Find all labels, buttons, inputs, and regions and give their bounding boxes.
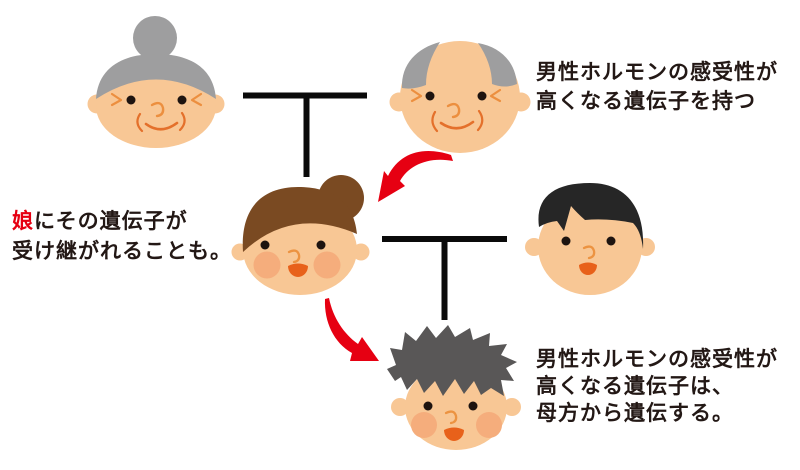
grandmother-nose [150, 101, 165, 118]
son-mouth [444, 427, 464, 441]
grandfather-face [400, 41, 520, 153]
grandfather-figure [389, 41, 531, 153]
son-ears [391, 398, 521, 416]
son-figure [387, 325, 521, 450]
mother-hair [242, 187, 357, 252]
father-nose [582, 245, 596, 260]
grandfather-smile-folds [431, 109, 484, 133]
grandfather-hair [401, 42, 517, 89]
note-line: 男性ホルモンの感受性が [536, 347, 778, 371]
note-line: 高くなる遺伝子は、 [536, 374, 734, 398]
father-mouth [579, 262, 597, 275]
grandmother-figure [87, 16, 225, 148]
mother-mouth [288, 263, 308, 277]
mother-cheeks [253, 251, 341, 279]
grandmother-mouth [144, 121, 179, 131]
grandmother-hair-bun [133, 16, 177, 60]
son-nose [444, 410, 458, 425]
inheritance-arrow-mother-to-son [324, 298, 379, 361]
grandmother-smile-folds [136, 111, 186, 133]
grandmother-eyes [126, 95, 187, 105]
mother-nose [287, 249, 301, 264]
note-line: 受け継がれることも。 [12, 239, 232, 263]
son-hair [387, 325, 517, 396]
mother-eyes [260, 240, 326, 250]
grandfather-eye-wrinkles [410, 88, 502, 103]
son-eyes [423, 401, 478, 411]
son-cheeks [411, 412, 502, 438]
grandfather-gene-note: 男性ホルモンの感受性が 高くなる遺伝子を持つ [536, 58, 778, 116]
son-gene-note: 男性ホルモンの感受性が 高くなる遺伝子は、 母方から遺伝する。 [536, 346, 778, 427]
grandfather-eyes [425, 91, 487, 101]
father-eyes [561, 236, 616, 246]
note-line: 母方から遺伝する。 [536, 401, 734, 425]
mother-figure [231, 175, 370, 295]
father-hair [538, 183, 644, 249]
grandmother-hair [96, 54, 216, 99]
parents-couple-connector [382, 236, 507, 320]
grandmother-face [96, 64, 216, 148]
grandfather-mouth [439, 120, 475, 130]
grandparents-couple-connector [243, 92, 367, 177]
inheritance-arrow-grandfather-to-mother [378, 151, 453, 202]
daughter-highlight-text: 娘 [12, 209, 34, 233]
note-line-rest: にその遺伝子が [34, 209, 188, 233]
grandmother-eye-wrinkles [110, 92, 203, 107]
note-line: 娘にその遺伝子が [12, 206, 232, 236]
note-line: 高くなる遺伝子を持つ [536, 89, 756, 113]
grandfather-nose [446, 102, 461, 119]
note-line: 男性ホルモンの感受性が [536, 60, 778, 84]
father-figure [525, 183, 655, 295]
daughter-inherit-note: 娘にその遺伝子が 受け継がれることも。 [12, 206, 232, 266]
